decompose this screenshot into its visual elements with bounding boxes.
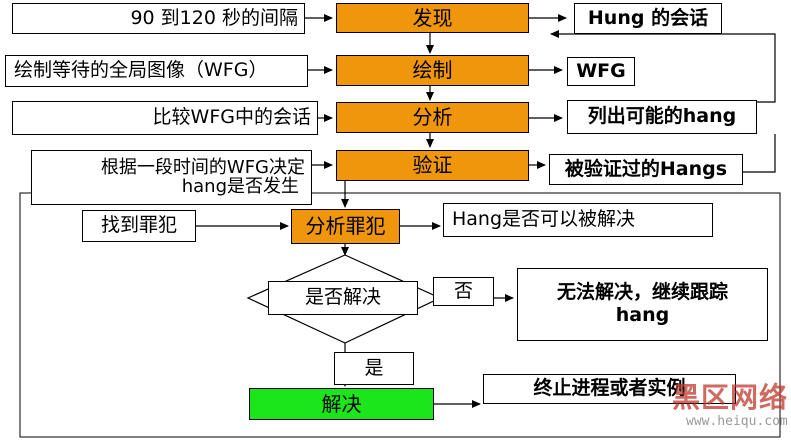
draw-label: 绘制 bbox=[412, 58, 453, 82]
resolvable-question-label: Hang是否可以被解决 bbox=[452, 208, 636, 231]
verify-box: 验证 bbox=[336, 150, 529, 181]
loop-list-to-hung bbox=[550, 30, 776, 103]
discover-label: 发现 bbox=[412, 5, 453, 30]
list-hangs-box: 列出可能的hang bbox=[567, 100, 757, 134]
draw-desc-box: 绘制等待的全局图像（WFG） bbox=[5, 55, 308, 87]
yes-label: 是 bbox=[364, 356, 384, 379]
decide-box: 根据一段时间的WFG决定 hang是否发生 bbox=[31, 150, 312, 205]
verified-hangs-label: 被验证过的Hangs bbox=[564, 157, 728, 180]
loop-verified-to-list bbox=[743, 134, 776, 173]
compare-desc-label: 比较WFG中的会话 bbox=[152, 106, 311, 129]
verify-label: 验证 bbox=[412, 153, 453, 177]
interval-label: 90 到120 秒的间隔 bbox=[130, 6, 298, 29]
cannot-resolve-line2: hang bbox=[615, 304, 670, 326]
resolvable-question-box: Hang是否可以被解决 bbox=[443, 203, 713, 237]
hung-sessions-box: Hung 的会话 bbox=[574, 3, 722, 34]
resolve-label: 解决 bbox=[321, 391, 362, 416]
no-label-box: 否 bbox=[433, 277, 494, 306]
cannot-resolve-box: 无法解决，继续跟踪 hang bbox=[517, 268, 768, 341]
list-hangs-label: 列出可能的hang bbox=[587, 105, 737, 128]
yes-label-box: 是 bbox=[334, 352, 414, 385]
is-resolved-box: 是否解决 bbox=[268, 281, 418, 315]
draw-desc-label: 绘制等待的全局图像（WFG） bbox=[14, 59, 268, 82]
terminate-label: 终止进程或者实例 bbox=[533, 377, 686, 400]
find-culprit-label: 找到罪犯 bbox=[100, 214, 177, 237]
decide-line1: 根据一段时间的WFG决定 bbox=[100, 156, 305, 178]
analyze-culprit-box: 分析罪犯 bbox=[291, 209, 400, 244]
wfg-box: WFG bbox=[567, 57, 635, 86]
wfg-label: WFG bbox=[576, 59, 626, 82]
watermark-url-text: www.heiqu.com bbox=[686, 414, 788, 429]
watermark-logo: 黑区网络 bbox=[672, 376, 788, 416]
find-culprit-box: 找到罪犯 bbox=[82, 210, 196, 242]
is-resolved-label: 是否解决 bbox=[304, 286, 381, 309]
verified-hangs-box: 被验证过的Hangs bbox=[549, 154, 743, 185]
terminate-box: 终止进程或者实例 bbox=[483, 374, 736, 404]
discover-box: 发现 bbox=[336, 3, 529, 33]
compare-desc-box: 比较WFG中的会话 bbox=[12, 101, 318, 135]
analyze-box: 分析 bbox=[336, 102, 529, 133]
hung-sessions-label: Hung 的会话 bbox=[587, 6, 709, 29]
cannot-resolve-line1: 无法解决，继续跟踪 bbox=[556, 281, 728, 304]
resolve-box: 解决 bbox=[249, 388, 434, 420]
watermark-url: www.heiqu.com bbox=[686, 414, 788, 429]
outer-frame bbox=[19, 192, 781, 438]
interval-box: 90 到120 秒的间隔 bbox=[12, 3, 305, 34]
draw-box: 绘制 bbox=[336, 55, 529, 86]
decide-line2: hang是否发生 bbox=[181, 175, 299, 197]
no-label: 否 bbox=[453, 279, 473, 302]
watermark-logo-text: 黑区网络 bbox=[672, 381, 789, 414]
analyze-label: 分析 bbox=[412, 105, 453, 129]
analyze-culprit-label: 分析罪犯 bbox=[305, 214, 386, 238]
